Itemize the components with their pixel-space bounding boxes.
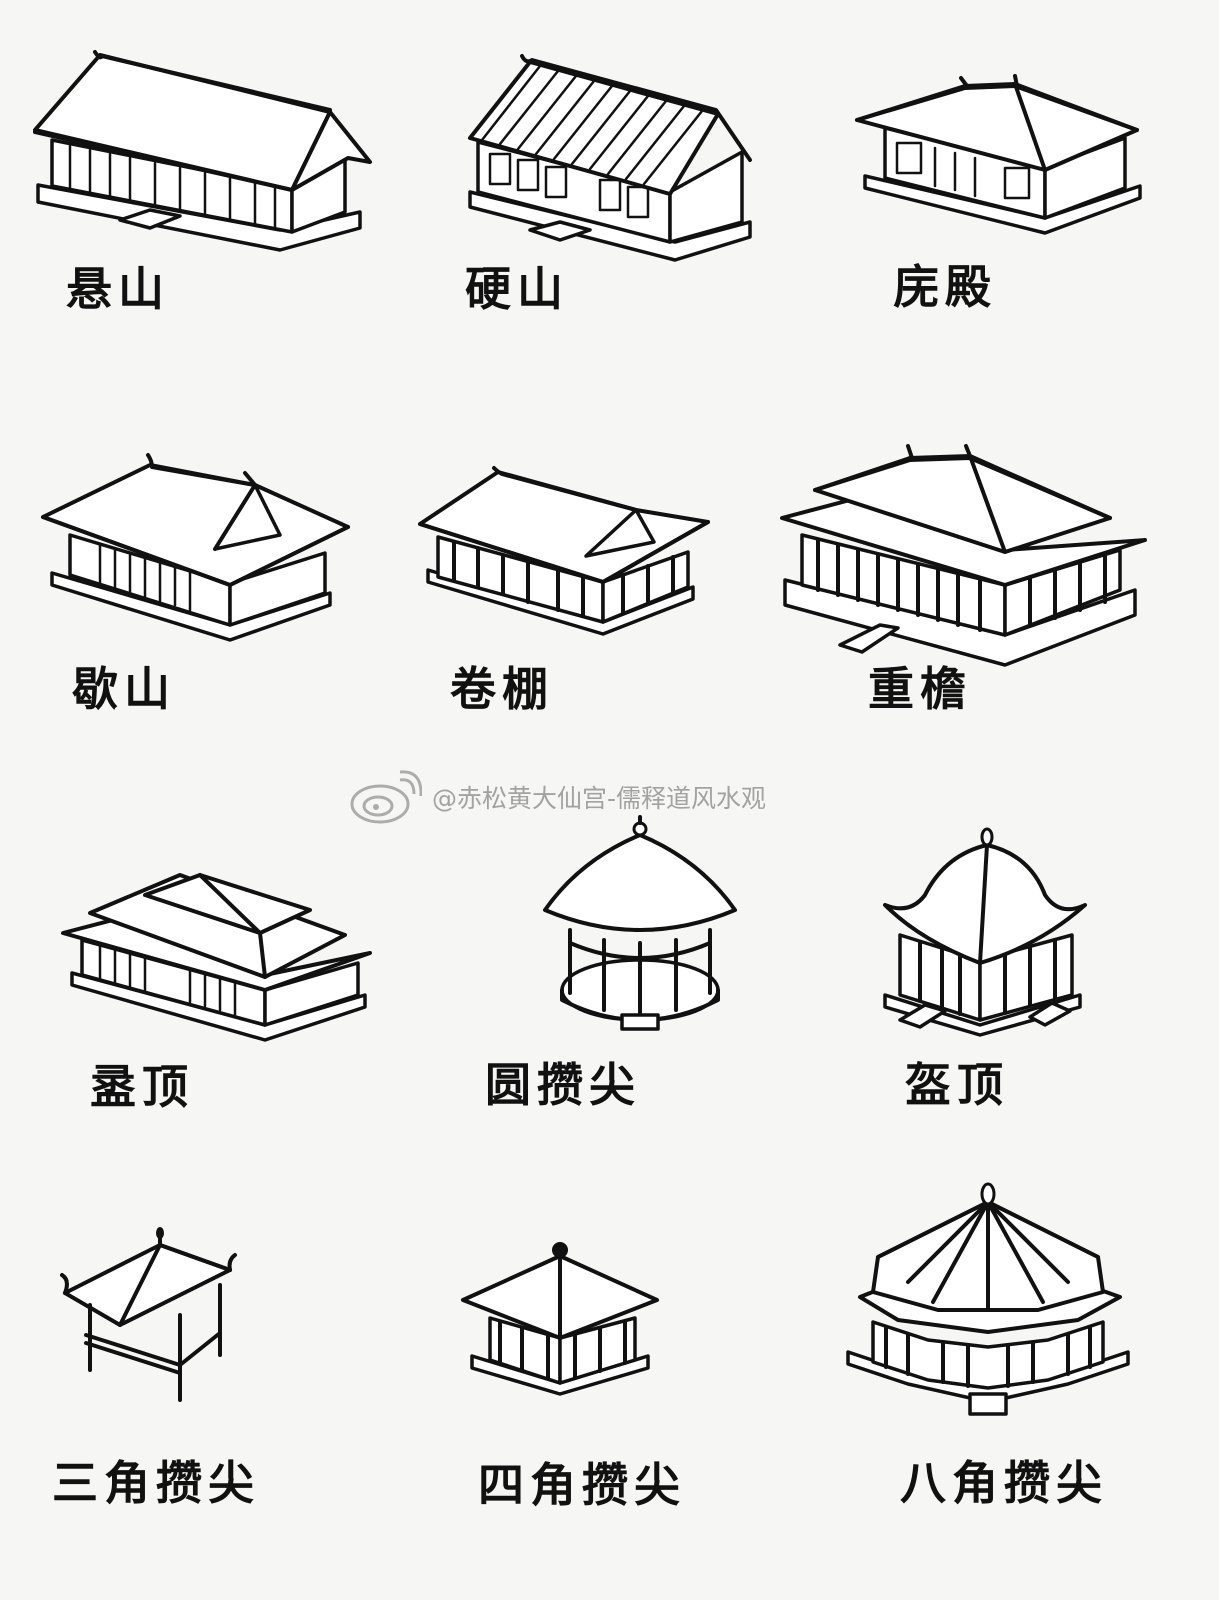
label-hip-and-gable: 歇山 <box>72 662 176 716</box>
label-flush-gable: 硬山 <box>465 262 569 316</box>
label-round-ridge: 卷棚 <box>450 662 554 716</box>
hip-and-gable-roof-icon <box>40 445 355 645</box>
double-eave-roof-icon <box>780 440 1150 675</box>
label-round-pyramidal: 圆攒尖 <box>485 1058 641 1112</box>
weibo-logo-icon <box>350 770 422 824</box>
label-overhanging-gable: 悬山 <box>66 262 170 316</box>
watermark-text: @赤松黄大仙宫-儒释道风水观 <box>432 784 767 813</box>
label-hip: 庑殿 <box>893 260 997 314</box>
watermark: @赤松黄大仙宫-儒释道风水观 <box>348 768 766 826</box>
label-triangular-pyramidal: 三角攒尖 <box>52 1456 260 1510</box>
overhanging-gable-roof-icon <box>30 40 375 265</box>
triangular-pyramidal-roof-icon <box>60 1225 240 1410</box>
label-double-eave: 重檐 <box>868 662 972 716</box>
label-square-pyramidal: 四角攒尖 <box>478 1458 686 1512</box>
label-flat-top-hip: 盝顶 <box>90 1060 194 1114</box>
square-pyramidal-roof-icon <box>460 1238 660 1398</box>
round-ridge-roof-icon <box>418 462 713 642</box>
hip-roof-icon <box>855 68 1155 248</box>
helmet-roof-icon <box>880 825 1095 1040</box>
flat-top-hip-roof-icon <box>60 865 375 1045</box>
round-pyramidal-roof-icon <box>540 815 740 1040</box>
label-octagonal-pyramidal: 八角攒尖 <box>900 1456 1108 1510</box>
flush-gable-roof-icon <box>460 42 760 272</box>
label-helmet: 盔顶 <box>905 1058 1009 1112</box>
octagonal-pyramidal-roof-icon <box>838 1182 1138 1427</box>
